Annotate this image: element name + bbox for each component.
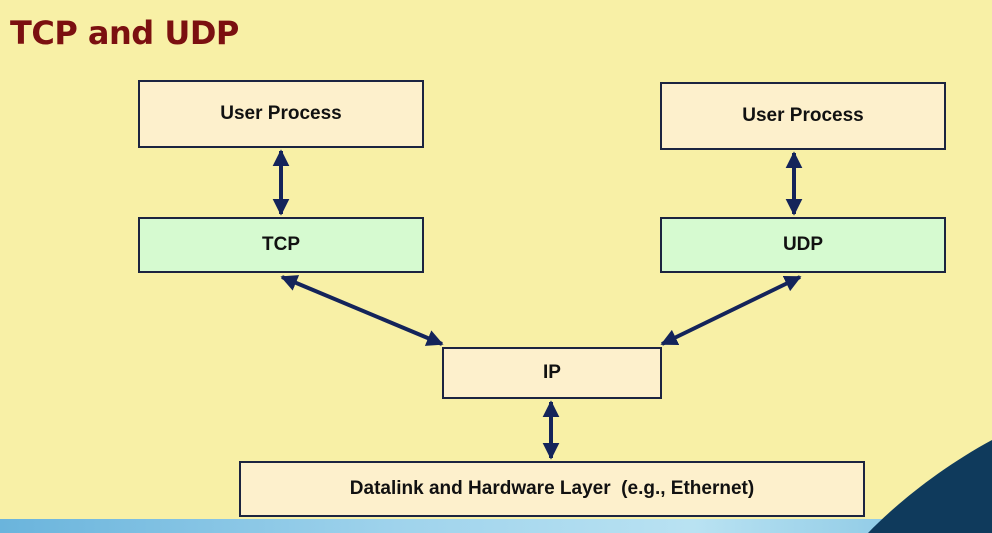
slide-title: TCP and UDP (10, 14, 239, 52)
arrow-tcp-ip (280, 275, 444, 346)
user-process-label-left: User Process (220, 103, 342, 124)
user-process-label-right: User Process (742, 105, 864, 126)
tcp-label: TCP (262, 234, 300, 255)
tcp-box: TCP (138, 217, 424, 273)
datalink-label: Datalink and Hardware Layer (e.g., Ether… (349, 478, 755, 499)
bottom-decor-band (0, 519, 992, 533)
arrow-udp-ip (660, 275, 802, 346)
user-process-box-right: User Process (660, 82, 946, 150)
user-process-box-left: User Process (138, 80, 424, 148)
ip-box: IP (442, 347, 662, 399)
udp-box: UDP (660, 217, 946, 273)
ip-label: IP (543, 362, 561, 383)
datalink-box: Datalink and Hardware Layer (e.g., Ether… (239, 461, 865, 517)
udp-label: UDP (782, 234, 824, 255)
